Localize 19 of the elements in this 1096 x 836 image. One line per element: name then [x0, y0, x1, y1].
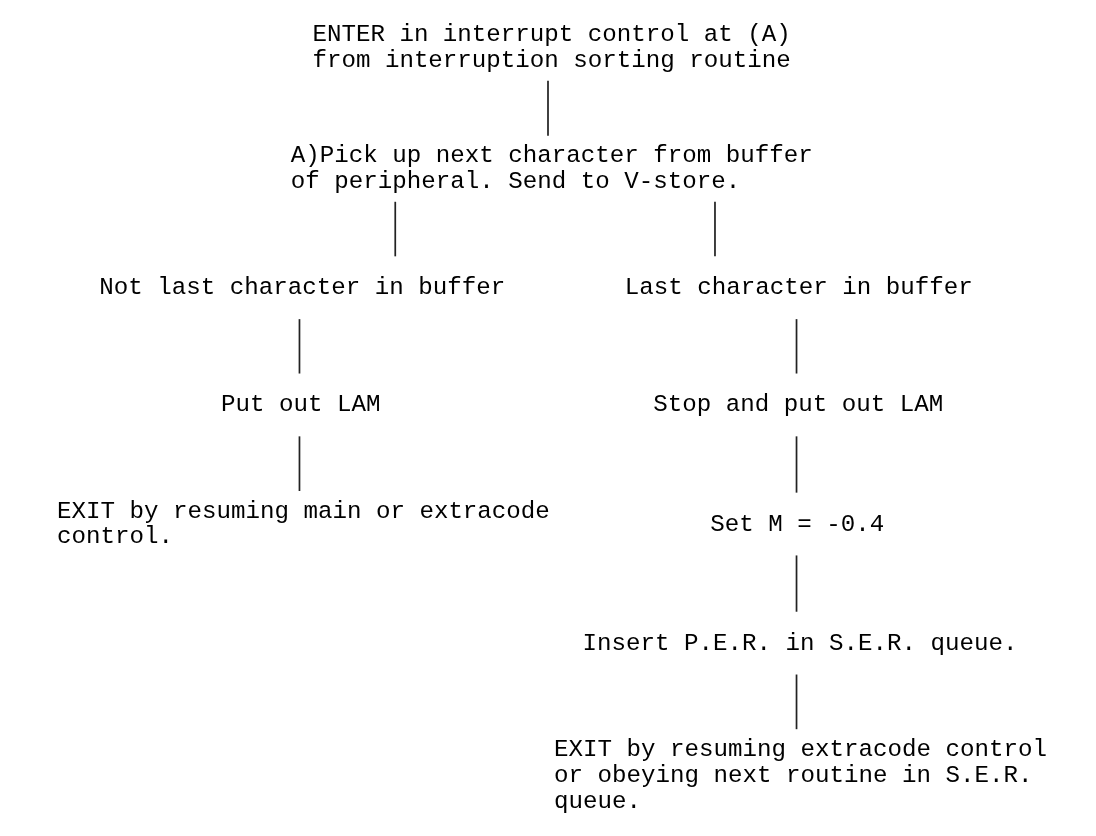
node-text: Put out LAM — [220, 391, 381, 419]
connector — [714, 200, 716, 258]
connector — [298, 435, 301, 492]
connector — [394, 200, 397, 258]
node-text: EXIT by resuming main or extracode control. — [56, 497, 550, 551]
node-text: Set M = -0.4 — [710, 510, 885, 538]
node-text: Stop and put out LAM — [653, 391, 944, 419]
node-text: Insert P.E.R. in S.E.R. queue. — [582, 629, 1018, 657]
connector — [795, 673, 798, 731]
node-text: EXIT by resuming extracode control or obeying next routine in S.E.R. queue. — [554, 735, 1047, 815]
node-text: Not last character in buffer — [99, 274, 506, 302]
node-text: ENTER in interrupt control at (A) from interruption sorting routine — [312, 21, 791, 75]
connector — [795, 435, 798, 494]
node-text: A)Pick up next character from buffer of peripheral. Send to V-store. — [290, 142, 813, 195]
connector — [298, 318, 301, 375]
connector — [547, 79, 549, 137]
connector — [795, 554, 798, 613]
node-text: Last character in buffer — [624, 274, 973, 302]
connector — [795, 318, 798, 375]
